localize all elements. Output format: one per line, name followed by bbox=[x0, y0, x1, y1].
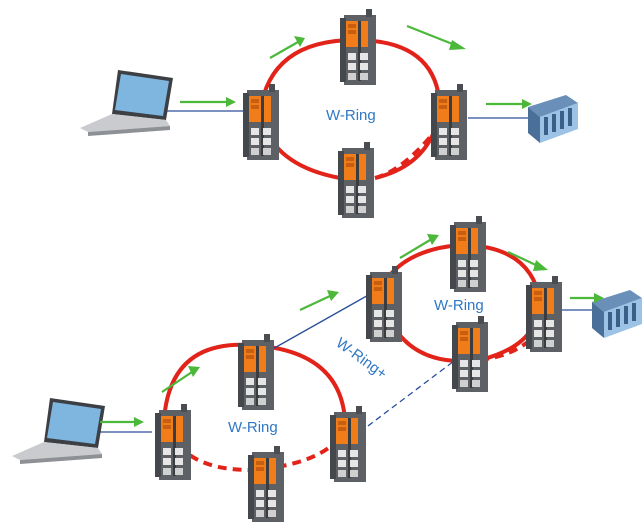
flow-arrow-icon bbox=[507, 251, 548, 271]
top-ring-label: W-Ring bbox=[326, 107, 376, 124]
industrial-switch-icon bbox=[243, 84, 279, 160]
industrial-switch-icon bbox=[526, 276, 562, 352]
industrial-switch-icon bbox=[238, 334, 274, 410]
industrial-switch-icon bbox=[330, 406, 366, 482]
bottom-left-ring-label: W-Ring bbox=[228, 419, 278, 436]
industrial-switch-icon bbox=[248, 446, 284, 522]
industrial-switch-icon bbox=[340, 9, 376, 85]
ring-plus-link-solid bbox=[261, 292, 373, 356]
bottom-rings-group: W-Ring W-Ring W-Ring+ bbox=[12, 216, 642, 522]
industrial-switch-icon bbox=[452, 316, 488, 392]
flow-arrow-icon bbox=[161, 366, 200, 393]
flow-arrow-icon bbox=[180, 97, 236, 107]
ring-plus-link-dashed bbox=[351, 354, 463, 439]
plc-device-icon bbox=[528, 95, 578, 143]
flow-arrow-icon bbox=[486, 99, 532, 109]
laptop-icon bbox=[80, 70, 173, 136]
top-ring-group: W-Ring bbox=[80, 9, 578, 218]
industrial-switch-icon bbox=[450, 216, 486, 292]
flow-arrow-icon bbox=[269, 36, 305, 59]
industrial-switch-icon bbox=[431, 84, 467, 160]
bottom-right-ring-label: W-Ring bbox=[434, 297, 484, 314]
industrial-switch-icon bbox=[338, 142, 374, 218]
flow-arrow-icon bbox=[299, 290, 339, 311]
flow-arrow-icon bbox=[406, 24, 466, 50]
industrial-switch-icon bbox=[155, 404, 191, 480]
industrial-switch-icon bbox=[366, 266, 402, 342]
laptop-icon bbox=[12, 398, 105, 464]
flow-arrow-icon bbox=[399, 234, 439, 259]
top-ring-dashed bbox=[374, 123, 442, 180]
flow-arrow-icon bbox=[570, 293, 604, 303]
flow-arrow-icon bbox=[100, 417, 144, 427]
